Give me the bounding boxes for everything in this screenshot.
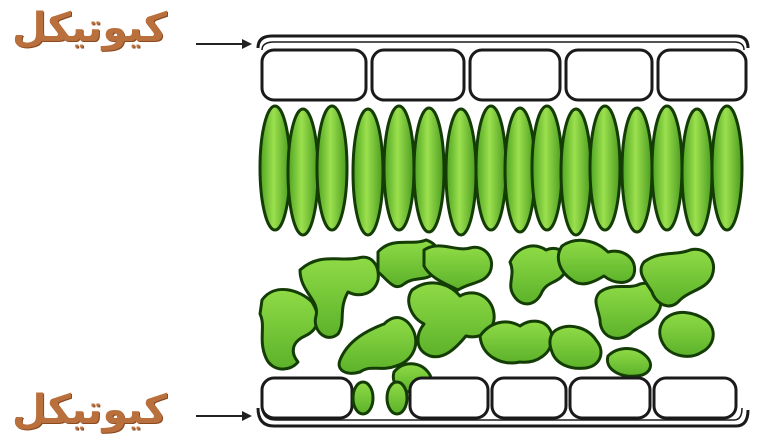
top-cuticle-label: كيوتيكل xyxy=(12,4,167,52)
top-cuticle-arrow xyxy=(196,39,252,49)
lower-epidermis-cell xyxy=(262,378,352,418)
palisade-cell xyxy=(260,106,290,230)
palisade-cell xyxy=(446,109,476,235)
upper-epidermis-cell xyxy=(566,50,652,100)
upper-epidermis-cell xyxy=(262,50,366,100)
guard-cell xyxy=(387,382,407,414)
palisade-cell xyxy=(476,106,506,230)
palisade-cell xyxy=(532,106,562,230)
bottom-cuticle-label: كيوتيكل xyxy=(12,386,167,434)
spongy-cell xyxy=(558,240,634,284)
palisade-cell xyxy=(288,109,318,235)
palisade-cell xyxy=(414,108,444,232)
upper-epidermis xyxy=(262,50,746,100)
palisade-cell xyxy=(590,106,620,230)
guard-cell xyxy=(353,382,373,414)
palisade-cell xyxy=(561,109,591,235)
upper-epidermis-cell xyxy=(372,50,464,100)
bottom-cuticle-arrow xyxy=(196,411,252,421)
spongy-cell xyxy=(660,312,714,356)
lower-epidermis-cell xyxy=(654,378,736,418)
lower-epidermis-cell xyxy=(570,378,650,418)
palisade-cell xyxy=(384,106,414,230)
palisade-cell xyxy=(622,108,652,232)
spongy-cell xyxy=(550,326,601,368)
palisade-cell xyxy=(353,109,383,235)
spongy-cell xyxy=(260,289,318,369)
upper-epidermis-cell xyxy=(470,50,560,100)
lower-epidermis-cell xyxy=(410,378,488,418)
palisade-cell xyxy=(712,106,742,230)
palisade-layer xyxy=(260,106,742,235)
palisade-cell xyxy=(682,109,712,235)
palisade-cell xyxy=(317,106,347,230)
guard-cells xyxy=(353,382,407,414)
palisade-cell xyxy=(505,108,535,232)
palisade-cell xyxy=(652,106,682,230)
spongy-layer xyxy=(260,240,714,392)
upper-epidermis-cell xyxy=(658,50,746,100)
lower-epidermis xyxy=(262,378,736,418)
lower-epidermis-cell xyxy=(492,378,566,418)
spongy-cell xyxy=(607,349,650,377)
spongy-cell xyxy=(480,321,552,363)
